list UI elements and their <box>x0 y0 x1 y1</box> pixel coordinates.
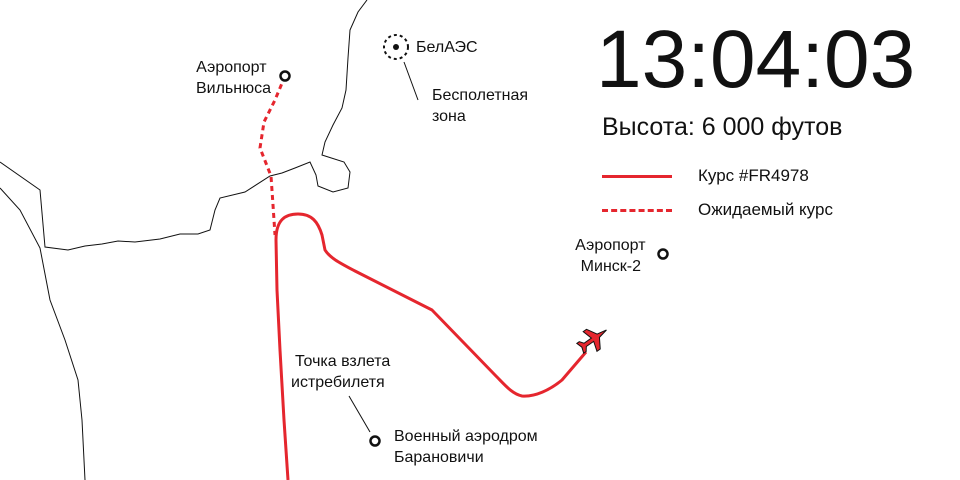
fighter-takeoff-label: Точка взлета истребилетя <box>291 353 395 391</box>
baranovichi-label: Военный аэродром Барановичи <box>394 428 542 466</box>
altitude-readout: Высота: 6 000 футов <box>602 113 843 141</box>
minsk-airport-label: Аэропорт Минск-2 <box>575 237 650 275</box>
border-poland-belarus <box>0 187 86 480</box>
no-fly-zone-leader-line <box>403 61 419 101</box>
legend-item-expected-course: Ожидаемый курс <box>602 197 922 223</box>
legend-expected-label: Ожидаемый курс <box>698 200 833 219</box>
baranovichi-leader-line <box>348 395 371 433</box>
expected-course-line <box>258 75 287 236</box>
vilnius-airport-label: Аэропорт Вильнюса <box>196 59 271 97</box>
actual-course-line <box>274 212 588 480</box>
vilnius-airport-marker-icon <box>279 70 291 82</box>
belaes-target-icon <box>383 34 409 60</box>
belaes-label: БелАЭС <box>416 39 478 56</box>
no-fly-zone-label: Бесполетная зона <box>432 87 533 125</box>
legend-item-course: Курс #FR4978 <box>602 163 922 189</box>
flight-clock: 13:04:03 <box>596 14 916 105</box>
solid-line-icon <box>602 175 672 178</box>
minsk-airport-marker-icon <box>657 248 669 260</box>
airplane-icon <box>575 328 607 355</box>
dashed-line-icon <box>602 209 672 212</box>
legend-course-label: Курс #FR4978 <box>698 166 809 185</box>
baranovichi-marker-icon <box>369 435 381 447</box>
border-lithuania-belarus <box>0 0 368 251</box>
